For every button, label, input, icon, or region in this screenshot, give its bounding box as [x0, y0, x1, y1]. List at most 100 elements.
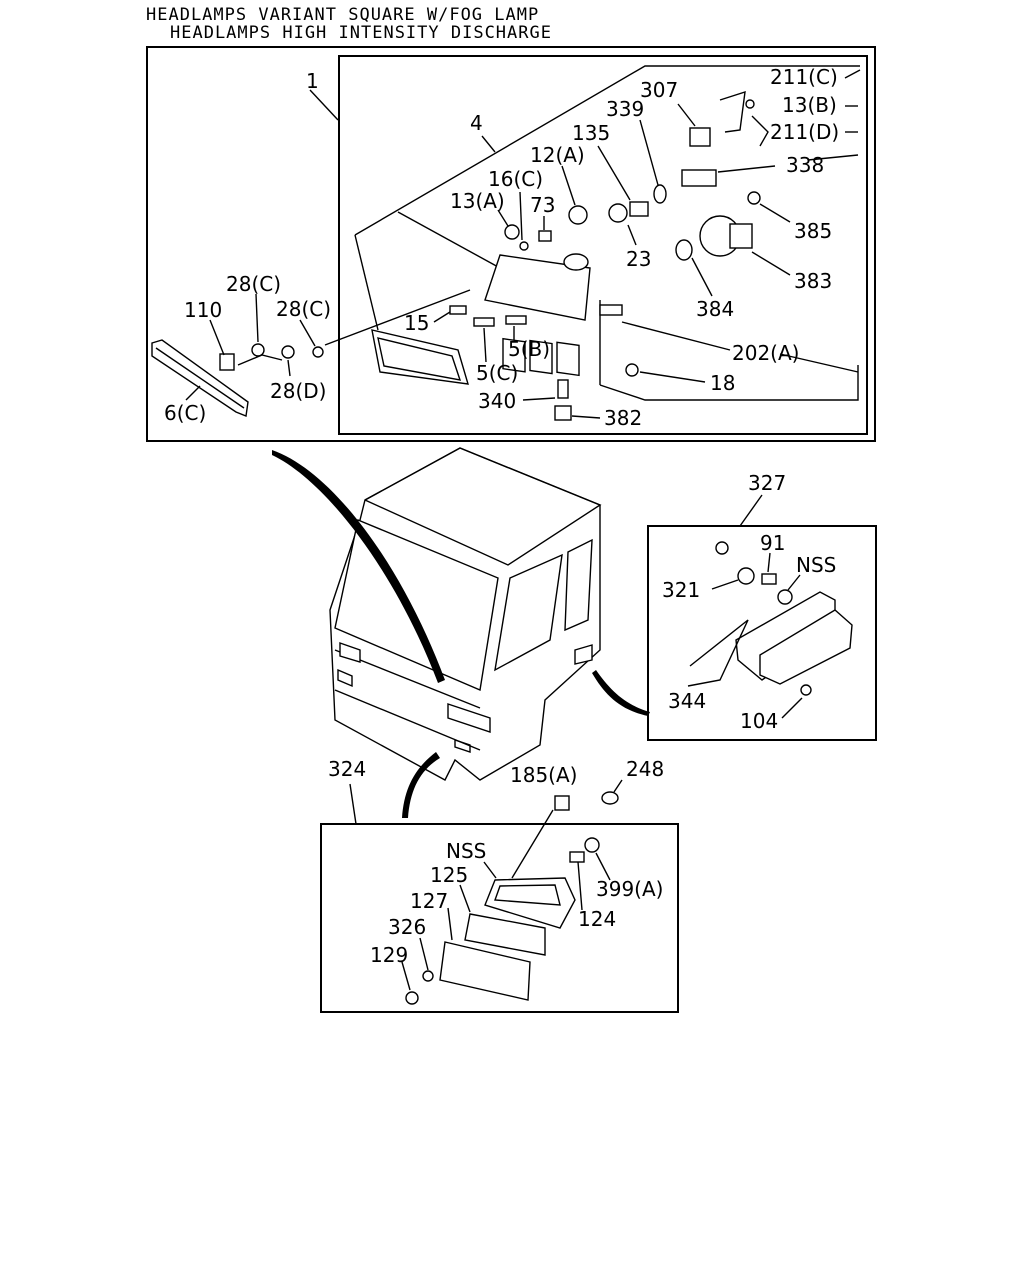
leader-127: [447, 907, 453, 941]
label-91: 91: [760, 531, 785, 555]
part-385-screw: [747, 191, 761, 205]
guide-bottom: [599, 365, 859, 401]
label-384: 384: [696, 297, 734, 321]
fog-lamp-frame: [320, 823, 679, 1013]
label-382: 382: [604, 406, 642, 430]
part-326-washer: [422, 970, 434, 982]
leader-384: [691, 257, 713, 297]
label-12a: 12(A): [530, 143, 585, 167]
leader-124: [577, 861, 583, 911]
label-127: 127: [410, 889, 448, 913]
truck-cab: [329, 447, 602, 781]
label-321: 321: [662, 578, 700, 602]
label-344: 344: [668, 689, 706, 713]
leader-185a: [511, 809, 554, 879]
leader-338b: [807, 154, 859, 161]
part-384-gasket: [675, 239, 693, 261]
leader-23: [627, 224, 637, 246]
lens-body: [371, 329, 469, 385]
headlamp-lens: [371, 329, 469, 385]
label-324: 324: [328, 757, 366, 781]
leader-327: [739, 494, 763, 527]
housing-cell-1: [502, 337, 526, 373]
leader-4: [481, 135, 496, 153]
leader-382: [571, 415, 601, 419]
leader-nss-fog: [483, 861, 497, 879]
leader-28c-1: [255, 293, 259, 343]
leader-1: [309, 89, 339, 121]
housing-socket: [563, 253, 589, 271]
part-135-sleeve: [629, 201, 649, 217]
leader-nss-side: [787, 574, 801, 591]
leader-bolt-group: [237, 354, 283, 366]
label-129: 129: [370, 943, 408, 967]
label-5b: 5(B): [508, 337, 550, 361]
side-lamp-frame: [647, 525, 877, 741]
label-6c: 6(C): [164, 401, 206, 425]
label-13a: 13(A): [450, 189, 505, 213]
part-13b-clip: [745, 99, 755, 109]
label-202a: 202(A): [732, 341, 799, 365]
housing-cell-3: [556, 341, 580, 377]
headlamp-outer-frame: [146, 46, 876, 442]
side-lamp-panel: 327 91 NSS 321 344 104: [647, 471, 877, 741]
guide-mid: [397, 211, 501, 269]
part-321-socket: [737, 567, 755, 585]
part-248-clip: [601, 791, 619, 805]
label-28c-2: 28(C): [276, 297, 331, 321]
label-135: 135: [572, 121, 610, 145]
part-110-nut: [219, 353, 235, 371]
label-4: 4: [470, 111, 483, 135]
label-124: 124: [578, 907, 616, 931]
guide-left: [354, 234, 379, 331]
part-125-reflector: [464, 913, 546, 956]
leader-13a: [497, 209, 509, 227]
leader-211c: [844, 69, 861, 79]
leader-110: [209, 319, 225, 356]
part-104-screw: [800, 684, 812, 696]
part-338-igniter: [681, 169, 717, 187]
label-1: 1: [306, 69, 319, 93]
cab-rear-window: [564, 538, 593, 632]
title-line-2: HEADLAMPS HIGH INTENSITY DISCHARGE: [170, 23, 552, 43]
part-5b-bulb: [505, 315, 527, 325]
part-28c-bolt-2: [312, 346, 324, 358]
leader-16c: [519, 191, 523, 241]
label-28d: 28(D): [270, 379, 326, 403]
label-326: 326: [388, 915, 426, 939]
lens-inner: [377, 337, 462, 381]
cab-headlamp-right: [447, 703, 491, 733]
part-185a-nut: [554, 795, 570, 811]
label-nss-side: NSS: [796, 553, 836, 577]
fog-lamp-housing-inner: [494, 884, 561, 906]
leader-28d: [287, 359, 291, 377]
label-13b: 13(B): [782, 93, 837, 117]
part-211d-bracket: [751, 115, 769, 147]
part-12a-socket: [568, 205, 588, 225]
cab-roof: [364, 447, 602, 566]
leader-340: [522, 397, 556, 401]
leader-28c-2: [299, 319, 316, 347]
leader-324: [349, 783, 357, 825]
label-16c: 16(C): [488, 167, 543, 191]
label-15: 15: [404, 311, 429, 335]
label-28c-1: 28(C): [226, 272, 281, 296]
part-16c-clip: [519, 241, 529, 251]
part-399a-socket: [584, 837, 600, 853]
label-385: 385: [794, 219, 832, 243]
part-339-oring: [653, 184, 667, 204]
leader-5c: [483, 327, 487, 363]
part-307-plug: [689, 127, 711, 147]
leader-307: [677, 103, 696, 127]
pointer-side-lamp: [592, 670, 650, 716]
leader-326: [419, 937, 429, 971]
label-399a: 399(A): [596, 877, 663, 901]
leader-135: [597, 145, 631, 201]
label-nss-fog: NSS: [446, 839, 486, 863]
headlamp-housing: [484, 253, 591, 377]
leader-339: [639, 119, 659, 186]
part-382-clip: [554, 405, 572, 421]
part-129-screw: [405, 991, 419, 1005]
label-307: 307: [640, 78, 678, 102]
